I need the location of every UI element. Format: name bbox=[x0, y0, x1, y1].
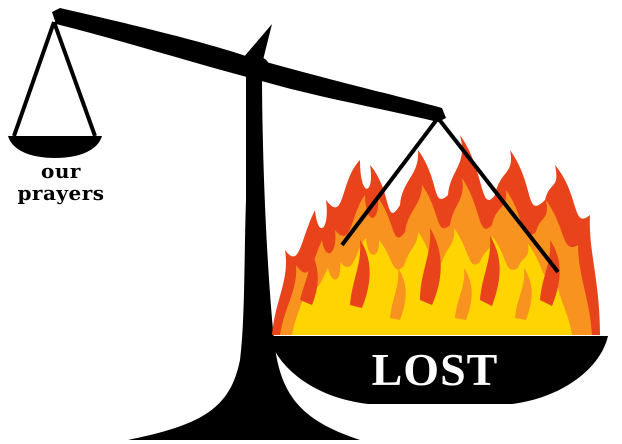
beam-hub bbox=[241, 56, 269, 76]
right-pan-strings bbox=[340, 116, 560, 274]
lost-label: LOST bbox=[371, 344, 499, 395]
our-prayers-line1: our bbox=[41, 159, 81, 183]
right-pan bbox=[268, 336, 608, 404]
flames bbox=[272, 135, 600, 335]
left-pan-strings bbox=[12, 21, 97, 137]
our-prayers-line2: prayers bbox=[17, 181, 105, 205]
our-prayers-label: our prayers bbox=[6, 160, 116, 204]
scale-base bbox=[128, 70, 360, 440]
left-pan bbox=[8, 136, 102, 158]
scale-finial bbox=[243, 24, 272, 64]
